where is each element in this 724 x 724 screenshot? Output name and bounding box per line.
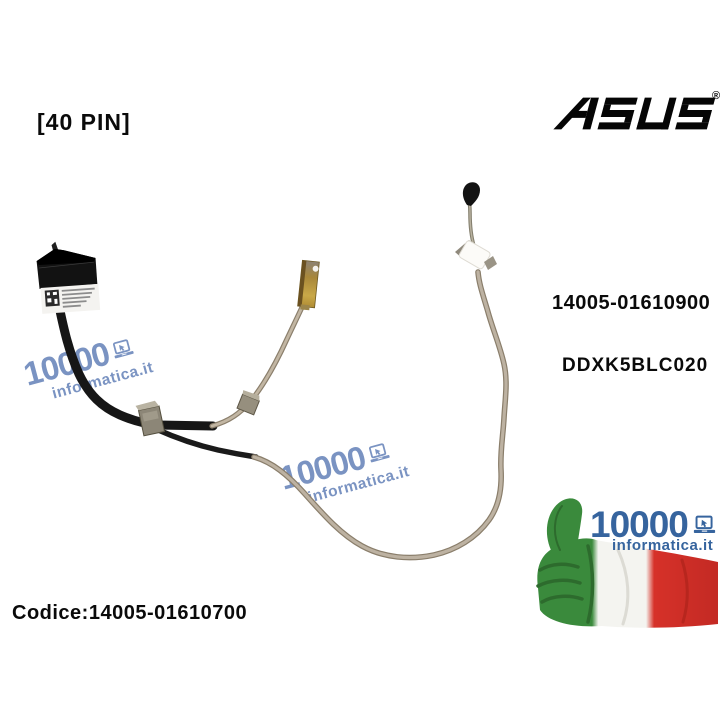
- seller-number: 10000: [590, 504, 689, 545]
- thumbs-up-flag-hand: [536, 498, 718, 628]
- qr-code: [44, 289, 60, 307]
- black-cable: [54, 301, 218, 431]
- black-cable-branch: [153, 426, 259, 460]
- camera-cable-loop: [252, 270, 508, 560]
- thumb: [546, 498, 583, 563]
- laptop-icon: [693, 515, 716, 533]
- product-code-text: Codice:14005-01610700: [12, 602, 248, 624]
- registered-mark: ®: [712, 90, 721, 102]
- laptop-icon: [368, 442, 390, 462]
- display-connector: [36, 241, 101, 314]
- fpc-gold-connector: [297, 259, 320, 311]
- model-code-text: DDXK5BLC020: [562, 355, 709, 376]
- fpc-lead-cable: [210, 303, 305, 428]
- laptop-icon: [112, 338, 134, 358]
- seller-domain: informatica.it: [612, 537, 714, 554]
- label-text-lines: [61, 287, 95, 308]
- hinge-bracket: [455, 240, 497, 270]
- cable-clip-1: [135, 400, 166, 437]
- cable-clip-2: [236, 390, 260, 416]
- camera-connector-tip: [462, 182, 480, 206]
- pin-count-label: [40 PIN]: [37, 109, 131, 135]
- seller-logo: 10000 informatica.it: [530, 492, 724, 662]
- watermark-1: 10000 informatica.it: [20, 315, 198, 409]
- watermark-2: 10000 informatica.it: [276, 419, 454, 513]
- asus-logo: [553, 97, 716, 130]
- part-number-text: 14005-01610900: [552, 292, 711, 314]
